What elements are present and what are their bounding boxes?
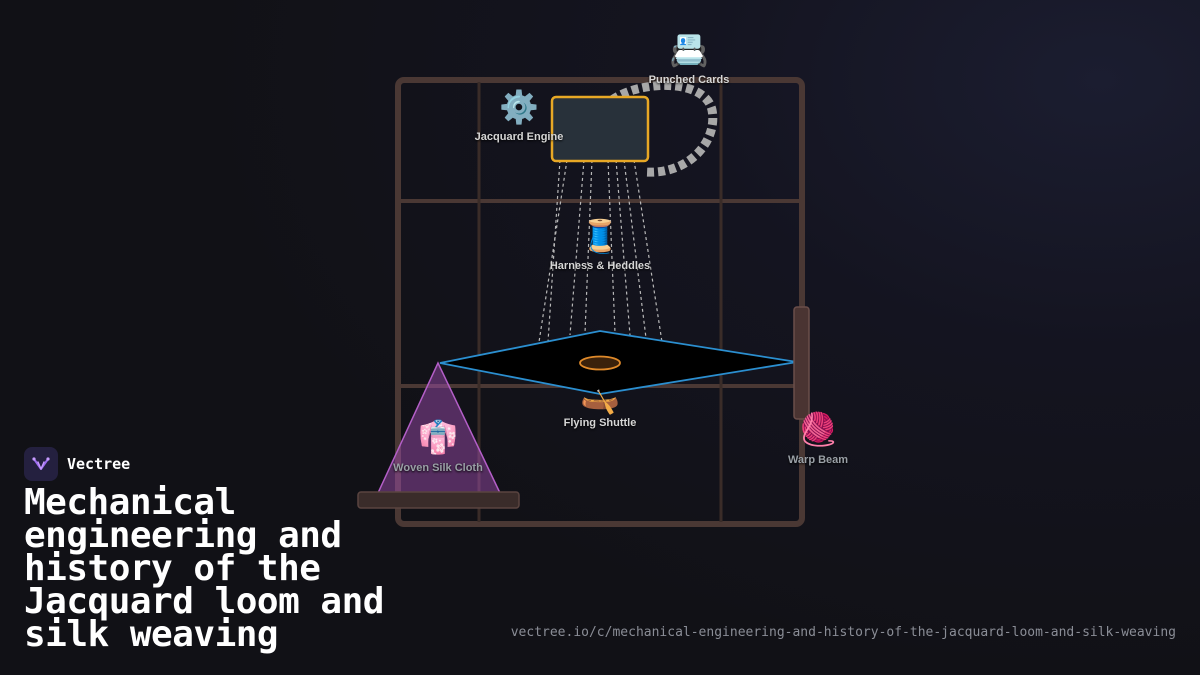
warp-beam-roller [793, 306, 810, 420]
page-url[interactable]: vectree.io/c/mechanical-engineering-and-… [510, 625, 1176, 640]
woven-silk-cloth-label: Woven Silk Cloth [393, 462, 483, 474]
jacquard-engine-box [550, 95, 650, 163]
harness-heddles-label: Harness & Heddles [549, 260, 651, 272]
gear-emoji: ⚙️ [499, 89, 539, 125]
jacquard-engine-label: Jacquard Engine [474, 131, 564, 143]
flying-shuttle-label: Flying Shuttle [563, 417, 637, 429]
shuttle-emoji: 🛶 [580, 379, 620, 415]
harness-threads [538, 159, 663, 343]
yarn-ball-emoji: 🧶 [798, 411, 838, 447]
thread-spool-emoji: 🧵 [580, 218, 620, 254]
warp-beam-label: Warp Beam [787, 454, 849, 466]
brand-name: Vectree [67, 455, 131, 473]
shuttle-ring [579, 355, 621, 371]
cloth-beam [357, 491, 520, 509]
page-title: Mechanical engineering and history of th… [24, 482, 384, 655]
punched-card-emoji: 📇 [669, 32, 709, 68]
punched-card-chain [609, 81, 718, 177]
loom-frame [395, 77, 805, 527]
kimono-emoji: 👘 [418, 419, 458, 455]
vectree-logo-icon [24, 447, 58, 481]
brand[interactable]: Vectree [24, 447, 130, 481]
punched-cards-label: Punched Cards [648, 74, 730, 86]
